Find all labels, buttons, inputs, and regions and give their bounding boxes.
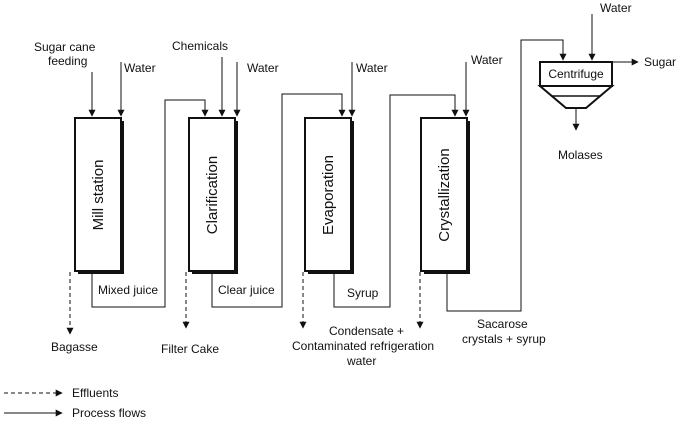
- mixed-juice-label: Mixed juice: [98, 283, 158, 297]
- centrifuge-cone: [537, 85, 615, 109]
- sugar-cane-label-1: Sugar cane: [34, 40, 96, 54]
- legend: Effluents Process flows: [4, 386, 146, 420]
- chemicals-label: Chemicals: [172, 39, 228, 53]
- sacarose-label-1: Sacarose: [477, 317, 528, 331]
- water-label-crystallization: Water: [471, 53, 503, 67]
- clear-juice-label: Clear juice: [218, 283, 275, 297]
- condensate-label-2: Contaminated refrigeration: [292, 339, 434, 353]
- crystallization-box: Crystallization: [420, 117, 470, 274]
- syrup-label: Syrup: [347, 286, 379, 300]
- sacarose-label-2: crystals + syrup: [462, 332, 546, 346]
- centrifuge-box: Centrifuge: [537, 61, 615, 109]
- mill-station-box: Mill station: [74, 117, 124, 274]
- evaporation-label: Evaporation: [320, 155, 337, 235]
- mill-station-label: Mill station: [90, 160, 107, 231]
- sugar-cane-label-2: feeding: [48, 54, 87, 68]
- evaporation-box: Evaporation: [304, 117, 354, 274]
- clear-juice-flow: [211, 93, 346, 308]
- clarification-label: Clarification: [204, 156, 221, 234]
- centrifuge-label: Centrifuge: [548, 67, 604, 81]
- bagasse-label: Bagasse: [51, 340, 98, 354]
- condensate-label-3: water: [346, 354, 376, 368]
- water-label-evaporation: Water: [356, 61, 388, 75]
- water-label-centrifuge: Water: [600, 1, 632, 15]
- condensate-label-1: Condensate +: [329, 324, 404, 338]
- sacarose-flow: [446, 39, 567, 312]
- mixed-juice-flow: [91, 99, 209, 308]
- legend-process-flows-label: Process flows: [72, 406, 146, 420]
- filter-cake-label: Filter Cake: [161, 342, 219, 356]
- legend-effluents-label: Effluents: [72, 386, 118, 400]
- water-label-mill: Water: [124, 61, 156, 75]
- clarification-box: Clarification: [188, 117, 238, 274]
- molases-label: Molases: [558, 148, 603, 162]
- water-label-clarification: Water: [247, 61, 279, 75]
- sugar-label: Sugar: [644, 55, 676, 69]
- syrup-flow: [333, 94, 459, 308]
- crystallization-label: Crystallization: [436, 148, 453, 241]
